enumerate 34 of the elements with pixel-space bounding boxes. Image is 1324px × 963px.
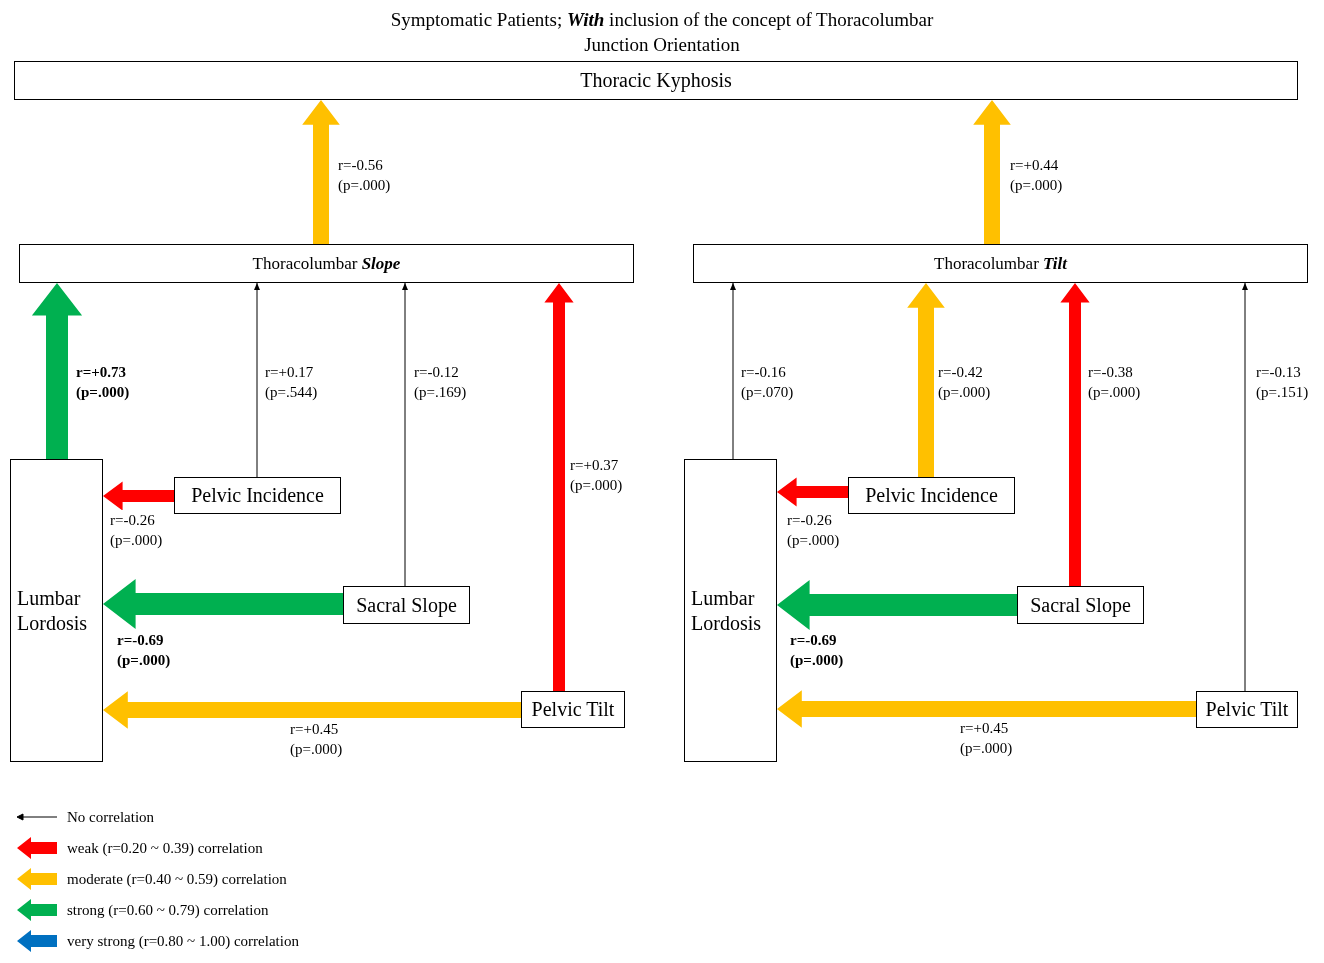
process-box: Thoracolumbar Tilt	[693, 244, 1308, 283]
process-box: Sacral Slope	[1017, 586, 1144, 624]
process-box: Pelvic Incidence	[174, 477, 341, 514]
legend-label: weak (r=0.20 ~ 0.39) correlation	[67, 839, 263, 857]
process-box: Lumbar Lordosis	[10, 459, 103, 762]
process-box: Pelvic Tilt	[521, 691, 625, 728]
process-box: Lumbar Lordosis	[684, 459, 777, 762]
arrow	[730, 282, 736, 460]
legend-label: very strong (r=0.80 ~ 1.00) correlation	[67, 932, 299, 950]
process-box: Sacral Slope	[343, 586, 470, 624]
arrow	[907, 283, 945, 477]
arrow	[777, 579, 1017, 631]
title: Symptomatic Patients; With inclusion of the concept of Thoracolumbar Junction Orientation	[389, 8, 935, 57]
arrow	[777, 690, 1196, 728]
arrow	[302, 100, 340, 244]
arrow	[31, 283, 83, 459]
edge-label: r=-0.26 (p=.000)	[110, 510, 163, 550]
process-box: Pelvic Incidence	[848, 477, 1015, 514]
process-box: Pelvic Tilt	[1196, 691, 1298, 728]
arrow	[1242, 282, 1248, 692]
process-box: Thoracic Kyphosis	[14, 61, 1298, 100]
arrow	[103, 691, 521, 729]
process-box: Thoracolumbar Slope	[19, 244, 634, 283]
arrow	[1060, 283, 1090, 586]
arrow	[544, 283, 574, 691]
arrow	[103, 481, 174, 511]
legend-label: No correlation	[67, 808, 155, 826]
arrow	[973, 100, 1011, 244]
legend-label: moderate (r=0.40 ~ 0.59) correlation	[67, 870, 287, 888]
arrow	[402, 282, 408, 587]
arrow	[254, 282, 260, 478]
arrow	[103, 578, 343, 630]
arrow	[777, 477, 848, 507]
legend-label: strong (r=0.60 ~ 0.79) correlation	[67, 901, 269, 919]
